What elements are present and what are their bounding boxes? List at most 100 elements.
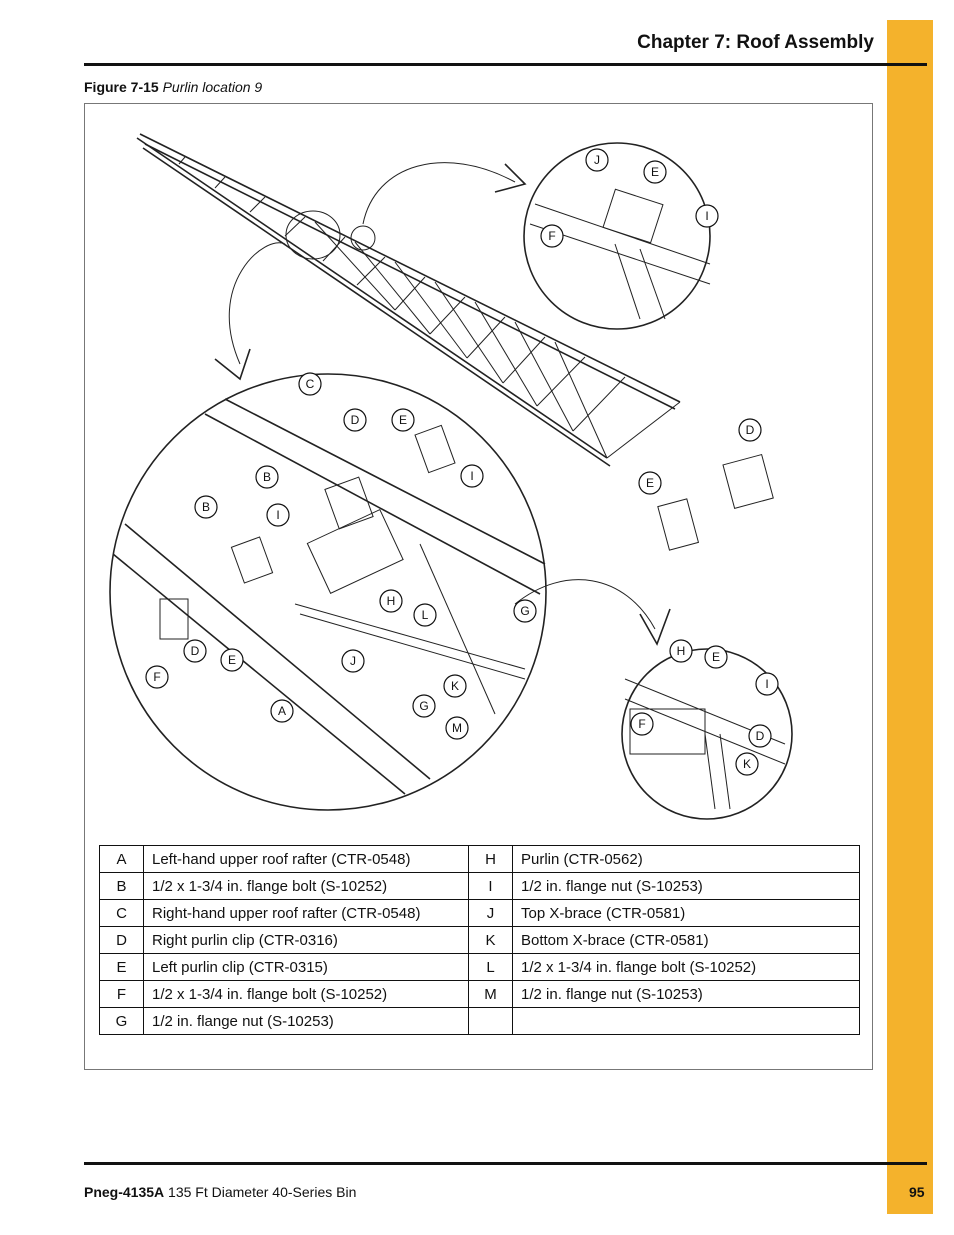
- svg-text:F: F: [638, 717, 645, 731]
- svg-text:H: H: [677, 644, 686, 658]
- svg-text:F: F: [548, 229, 555, 243]
- part-description: Top X-brace (CTR-0581): [512, 899, 860, 927]
- part-description: 1/2 in. flange nut (S-10253): [512, 872, 860, 900]
- callout-e-left: E: [220, 648, 244, 672]
- svg-text:C: C: [306, 377, 315, 391]
- loose-clips: [657, 453, 774, 551]
- svg-text:G: G: [520, 604, 529, 618]
- svg-text:G: G: [419, 699, 428, 713]
- callout-e-loose: E: [638, 471, 662, 495]
- svg-text:E: E: [399, 413, 407, 427]
- svg-text:I: I: [705, 209, 708, 223]
- part-key: [468, 1007, 513, 1035]
- footer-document: Pneg-4135A 135 Ft Diameter 40-Series Bin: [84, 1184, 356, 1200]
- table-row: E Left purlin clip (CTR-0315) L 1/2 x 1-…: [99, 953, 860, 981]
- svg-text:E: E: [712, 650, 720, 664]
- table-row: D Right purlin clip (CTR-0316) K Bottom …: [99, 926, 860, 954]
- part-key: L: [468, 953, 513, 981]
- header-rule: [84, 63, 927, 66]
- svg-text:D: D: [191, 644, 200, 658]
- callout-e-main: E: [391, 408, 415, 432]
- svg-text:K: K: [451, 679, 459, 693]
- callout-c: C: [298, 372, 322, 396]
- table-row: C Right-hand upper roof rafter (CTR-0548…: [99, 899, 860, 927]
- callout-e-top: E: [643, 160, 667, 184]
- svg-text:K: K: [743, 757, 751, 771]
- chapter-title: Chapter 7: Roof Assembly: [637, 32, 874, 53]
- figure-title: Purlin location 9: [162, 79, 263, 95]
- part-description: Bottom X-brace (CTR-0581): [512, 926, 860, 954]
- callout-g-lower: G: [412, 694, 436, 718]
- svg-text:I: I: [276, 508, 279, 522]
- svg-text:D: D: [351, 413, 360, 427]
- document-id: Pneg-4135A: [84, 1184, 165, 1200]
- chapter-side-tab: [887, 20, 933, 1214]
- svg-text:F: F: [153, 670, 160, 684]
- part-description: 1/2 x 1-3/4 in. flange bolt (S-10252): [143, 980, 469, 1008]
- table-row: F 1/2 x 1-3/4 in. flange bolt (S-10252) …: [99, 980, 860, 1008]
- part-key: A: [99, 845, 144, 873]
- part-key: G: [99, 1007, 144, 1035]
- callout-a: A: [270, 699, 294, 723]
- part-description: 1/2 in. flange nut (S-10253): [512, 980, 860, 1008]
- svg-text:E: E: [646, 476, 654, 490]
- svg-text:B: B: [263, 470, 271, 484]
- part-key: I: [468, 872, 513, 900]
- callout-b-lower: B: [194, 495, 218, 519]
- callout-f-bottom: F: [630, 712, 654, 736]
- part-key: H: [468, 845, 513, 873]
- callout-j-main: J: [341, 649, 365, 673]
- callout-e-bottom: E: [704, 645, 728, 669]
- callout-d-left: D: [183, 639, 207, 663]
- part-description: [512, 1007, 860, 1035]
- assembly-drawing: J E I F C D E I B B I H L G D E J F K G …: [109, 133, 793, 820]
- callout-h-bottom: H: [669, 639, 693, 663]
- callout-j-top: J: [585, 148, 609, 172]
- svg-text:E: E: [228, 653, 236, 667]
- callout-g-right: G: [513, 599, 537, 623]
- callouts: J E I F C D E I B B I H L G D E J F K G …: [145, 148, 779, 776]
- svg-text:D: D: [746, 423, 755, 437]
- svg-text:M: M: [452, 721, 462, 735]
- svg-text:A: A: [278, 704, 286, 718]
- part-key: E: [99, 953, 144, 981]
- callout-k-main: K: [443, 674, 467, 698]
- callout-i-bottom: I: [755, 672, 779, 696]
- page-number: 95: [909, 1184, 925, 1200]
- part-description: Left-hand upper roof rafter (CTR-0548): [143, 845, 469, 873]
- callout-d-loose: D: [738, 418, 762, 442]
- part-key: C: [99, 899, 144, 927]
- part-key: F: [99, 980, 144, 1008]
- detail-bottom: [514, 579, 793, 820]
- svg-text:I: I: [765, 677, 768, 691]
- part-description: 1/2 x 1-3/4 in. flange bolt (S-10252): [512, 953, 860, 981]
- callout-f-top: F: [540, 224, 564, 248]
- svg-text:H: H: [387, 594, 396, 608]
- rafter-truss: [136, 133, 681, 467]
- callout-f-main: F: [145, 665, 169, 689]
- part-description: Right purlin clip (CTR-0316): [143, 926, 469, 954]
- callout-i-main: I: [460, 464, 484, 488]
- callout-h-main: H: [379, 589, 403, 613]
- footer-rule: [84, 1162, 927, 1165]
- callout-l: L: [413, 603, 437, 627]
- part-description: Right-hand upper roof rafter (CTR-0548): [143, 899, 469, 927]
- part-key: J: [468, 899, 513, 927]
- callout-d-main: D: [343, 408, 367, 432]
- svg-text:D: D: [756, 729, 765, 743]
- document-title: 135 Ft Diameter 40-Series Bin: [168, 1184, 357, 1200]
- part-key: K: [468, 926, 513, 954]
- svg-text:J: J: [350, 654, 356, 668]
- part-key: M: [468, 980, 513, 1008]
- callout-i-left: I: [266, 503, 290, 527]
- part-key: D: [99, 926, 144, 954]
- callout-d-bottom: D: [748, 724, 772, 748]
- svg-text:B: B: [202, 500, 210, 514]
- figure-box: J E I F C D E I B B I H L G D E J F K G …: [84, 103, 873, 1070]
- figure-caption: Figure 7-15 Purlin location 9: [84, 79, 262, 95]
- part-description: 1/2 x 1-3/4 in. flange bolt (S-10252): [143, 872, 469, 900]
- detail-top: [362, 142, 711, 330]
- part-key: B: [99, 872, 144, 900]
- callout-m: M: [445, 716, 469, 740]
- detail-main: [109, 242, 547, 811]
